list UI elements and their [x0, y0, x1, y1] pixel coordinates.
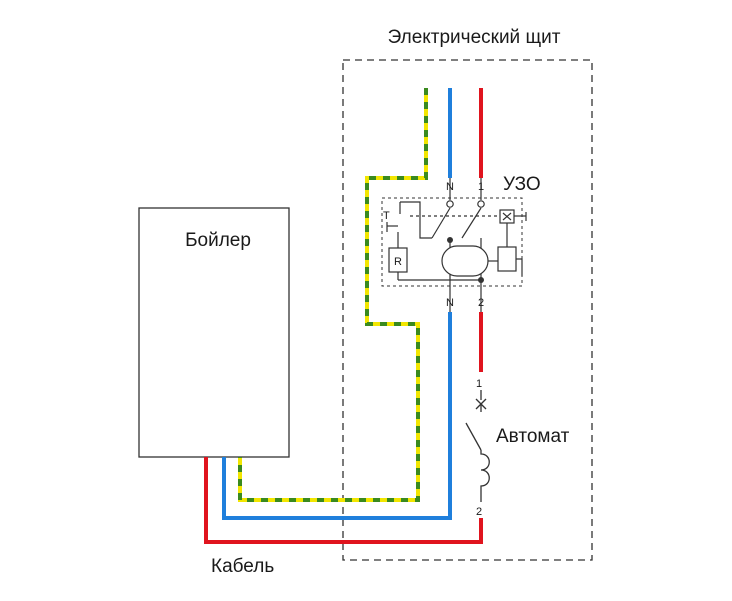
- breaker-label: Автомат: [496, 426, 570, 447]
- boiler-box: [138, 207, 290, 458]
- electrical-panel-border: [342, 59, 593, 561]
- cable-label: Кабель: [211, 556, 274, 577]
- boiler-label: Бойлер: [185, 230, 251, 251]
- phase-wire-out: [204, 457, 483, 544]
- rcd-symbol: [381, 178, 527, 312]
- breaker-terminal-out: 2: [476, 506, 482, 518]
- rcd-label: УЗО: [503, 174, 541, 195]
- rcd-terminal-out-n: N: [446, 297, 454, 309]
- rcd-terminal-test: T: [383, 210, 390, 222]
- rcd-terminal-out-l: 2: [478, 297, 484, 309]
- panel-label: Электрический щит: [388, 27, 561, 48]
- rcd-junction-n: [447, 237, 453, 243]
- rcd-junction-l: [478, 277, 484, 283]
- rcd-terminal-resistor: R: [394, 256, 402, 268]
- breaker-symbol: [465, 390, 490, 502]
- neutral-wire-out: [222, 312, 452, 520]
- rcd-terminal-in-n: N: [446, 181, 454, 193]
- breaker-terminal-in: 1: [476, 378, 482, 390]
- rcd-terminal-in-l: 1: [478, 181, 484, 193]
- earth-wire: [238, 88, 428, 502]
